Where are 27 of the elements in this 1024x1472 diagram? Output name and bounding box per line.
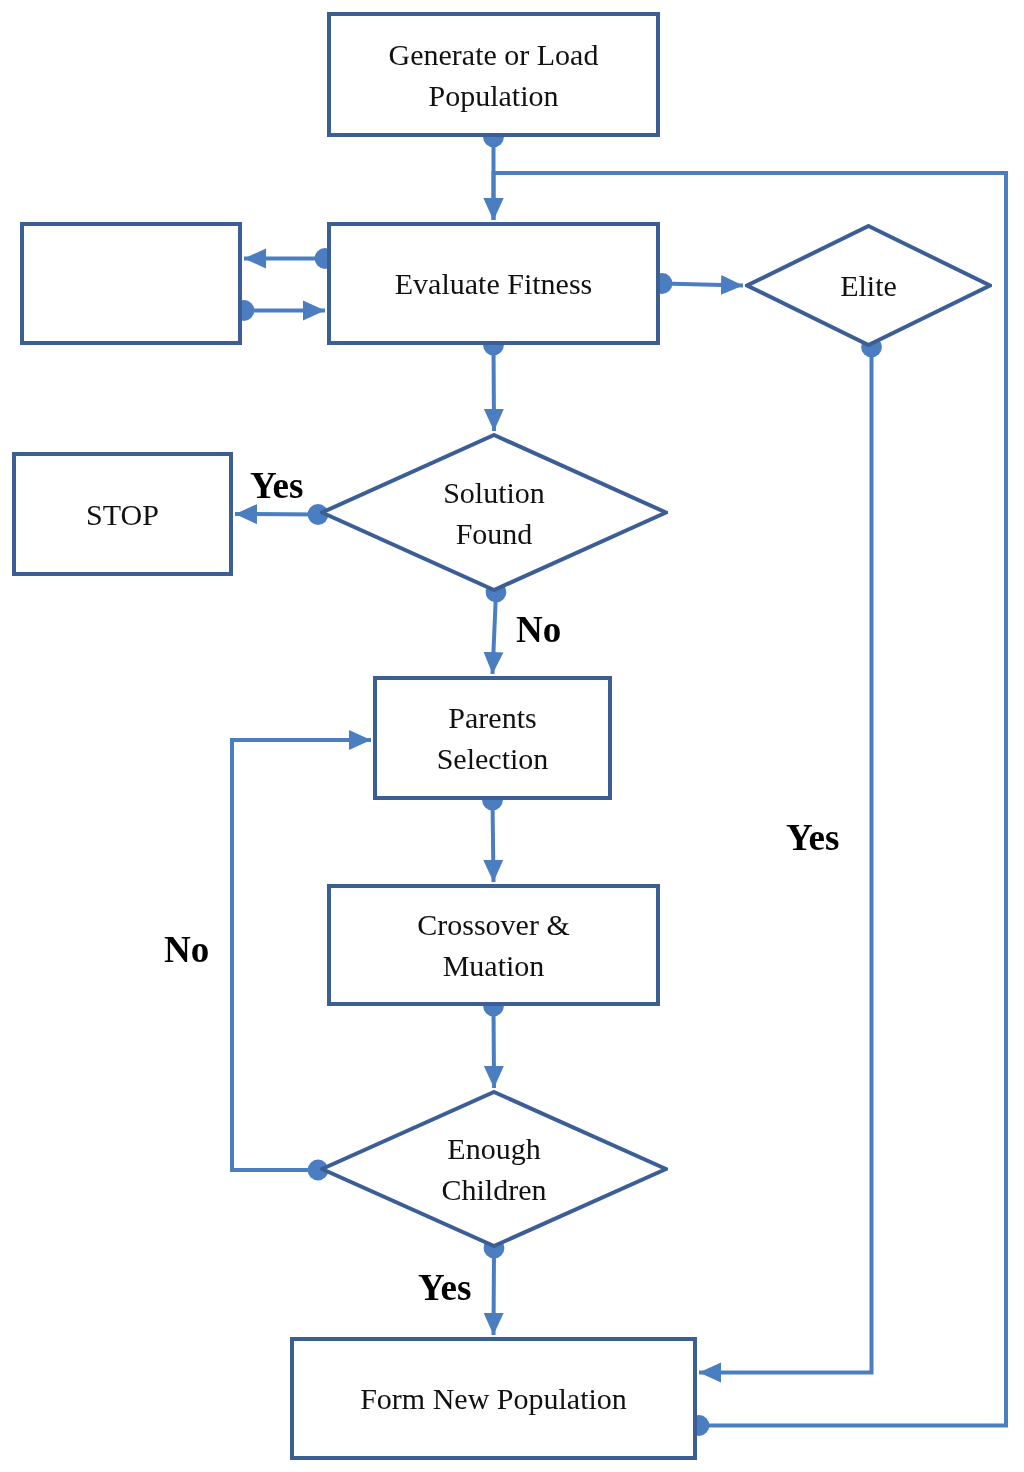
edge-label: Yes: [786, 818, 840, 858]
node-label: Crossover & Muation: [416, 907, 571, 984]
decision-diamond: [320, 433, 668, 592]
node-label: Form New Population: [360, 1381, 627, 1417]
process-box: [327, 12, 660, 137]
node-label: Parents Selection: [435, 700, 550, 777]
process-box: [290, 1337, 697, 1460]
process-box: [20, 222, 242, 345]
node-label: Enough Children: [440, 1131, 548, 1208]
process-box: [373, 676, 612, 800]
node-label: Elite: [840, 268, 897, 304]
node-label: Generate or Load Population: [387, 36, 600, 114]
edge-label: No: [516, 610, 562, 650]
process-box: [327, 222, 660, 345]
arrow: [235, 504, 329, 525]
process-box: [12, 452, 233, 576]
node-label: STOP: [86, 496, 159, 533]
decision-diamond: [745, 224, 992, 347]
decision-diamond: [320, 1090, 668, 1248]
node-label: Evaluate Fitness: [394, 266, 593, 302]
arrow: [483, 171, 1008, 1436]
node-label: Solution Found: [442, 474, 546, 552]
arrow: [230, 730, 371, 1181]
edge-label: No: [164, 930, 210, 970]
edge-label: Yes: [418, 1268, 472, 1308]
process-box: [327, 884, 660, 1006]
edge-label: Yes: [250, 466, 304, 506]
